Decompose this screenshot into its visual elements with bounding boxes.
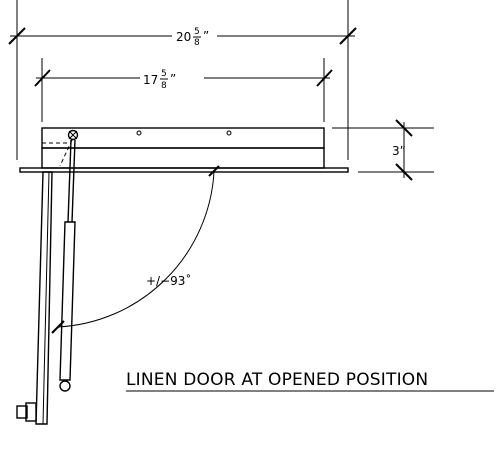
inner-width-dimension: 17 5 8 ” xyxy=(34,58,333,122)
mounting-plate xyxy=(19,167,349,173)
overall-width-tick-left xyxy=(8,27,26,45)
door-inner-edge xyxy=(42,171,50,425)
swing-angle: +/−93˚ xyxy=(51,171,215,334)
reference-tick xyxy=(208,165,220,177)
overall-width-unit: ” xyxy=(203,29,209,43)
bracket-hidden-line xyxy=(59,139,73,167)
overall-width-numerator: 5 xyxy=(194,27,200,37)
caption: LINEN DOOR AT OPENED POSITION xyxy=(126,370,494,392)
door-latch-plate xyxy=(25,402,37,422)
inner-width-tick-right xyxy=(316,69,333,87)
height-tick-top xyxy=(395,119,413,137)
door-latch xyxy=(16,405,28,419)
overall-width-tick-right xyxy=(339,27,357,45)
screw-hole-2 xyxy=(226,130,232,136)
screw-hole-1 xyxy=(136,130,142,136)
spring-rod-right xyxy=(71,139,76,223)
swing-arc-tick-end xyxy=(51,320,65,334)
inner-width-tick-left xyxy=(34,69,51,87)
gas-spring xyxy=(59,129,79,392)
spring-cylinder xyxy=(59,221,76,381)
overall-width-whole: 20 xyxy=(176,30,191,44)
header-lower-rail xyxy=(41,147,325,169)
swing-arc xyxy=(57,171,215,328)
header-upper-rail xyxy=(41,127,325,149)
height-dimension: 3” xyxy=(332,119,434,181)
angle-label: +/−93˚ xyxy=(146,273,191,288)
overall-width-dimension: 20 5 8 ” xyxy=(8,0,357,160)
spring-rod-left xyxy=(67,139,72,223)
height-label: 3” xyxy=(392,144,406,158)
pivot-cross-b xyxy=(68,130,78,140)
overall-width-denominator: 8 xyxy=(194,38,200,48)
caption-text: LINEN DOOR AT OPENED POSITION xyxy=(126,370,428,390)
upper-pivot-bracket xyxy=(67,129,79,141)
header-assembly xyxy=(19,127,349,177)
inner-width-denominator: 8 xyxy=(161,81,167,91)
inner-width-whole: 17 xyxy=(143,73,158,87)
inner-width-numerator: 5 xyxy=(161,69,167,79)
lower-pivot xyxy=(59,380,71,392)
door-panel xyxy=(16,171,53,425)
height-tick-bottom xyxy=(395,163,413,181)
inner-width-unit: ” xyxy=(170,72,176,86)
